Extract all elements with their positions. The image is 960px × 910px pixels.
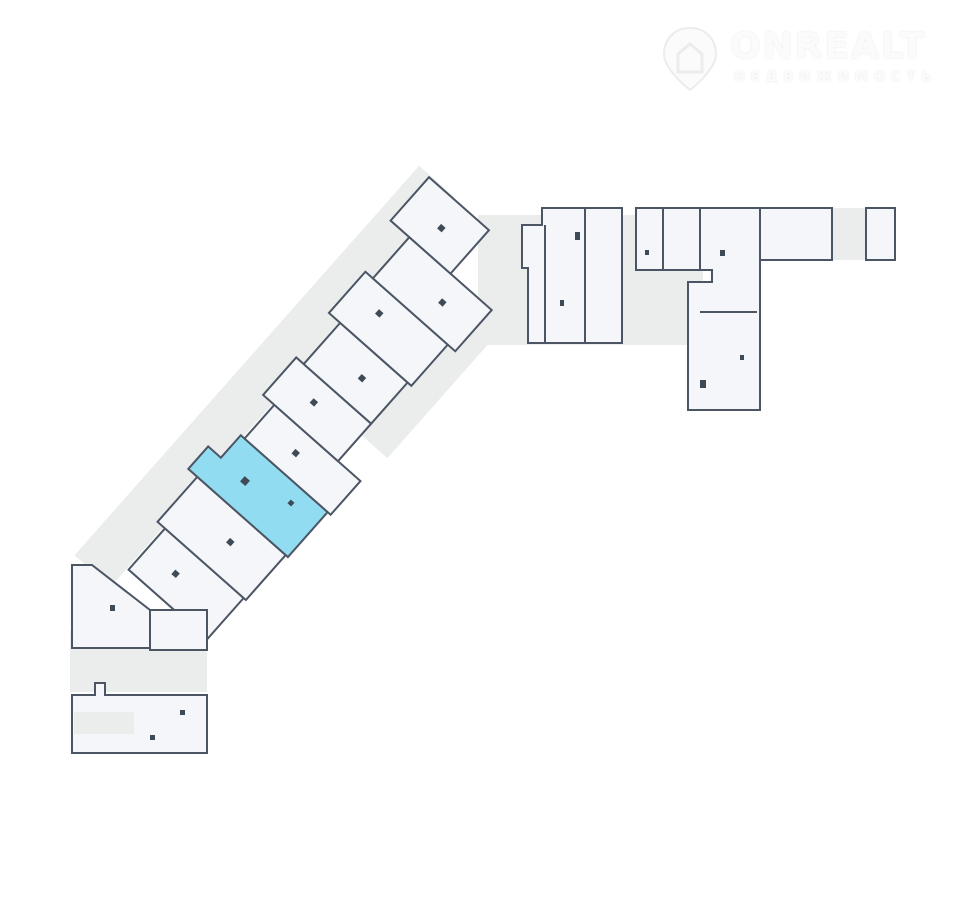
logo-tagline: НЕДВИЖИМОСТЬ (734, 70, 938, 85)
unit[interactable] (389, 175, 491, 276)
corridor (357, 281, 520, 459)
unit[interactable] (521, 207, 623, 344)
east-wing (478, 207, 896, 411)
diagonal-wing (74, 165, 520, 641)
unit[interactable] (635, 207, 701, 271)
unit[interactable] (759, 207, 833, 261)
house-pin-icon (662, 26, 718, 92)
corridor (74, 165, 456, 588)
corridor (625, 283, 687, 343)
unit[interactable] (865, 207, 896, 261)
unit[interactable] (149, 609, 208, 651)
logo-name: ONREALT (730, 26, 927, 67)
unit[interactable] (71, 682, 208, 754)
south-wing (70, 564, 208, 754)
watermark-logo: ONREALT НЕДВИЖИМОСТЬ (660, 24, 940, 94)
corridor (830, 208, 866, 260)
selected-unit[interactable] (186, 424, 330, 559)
